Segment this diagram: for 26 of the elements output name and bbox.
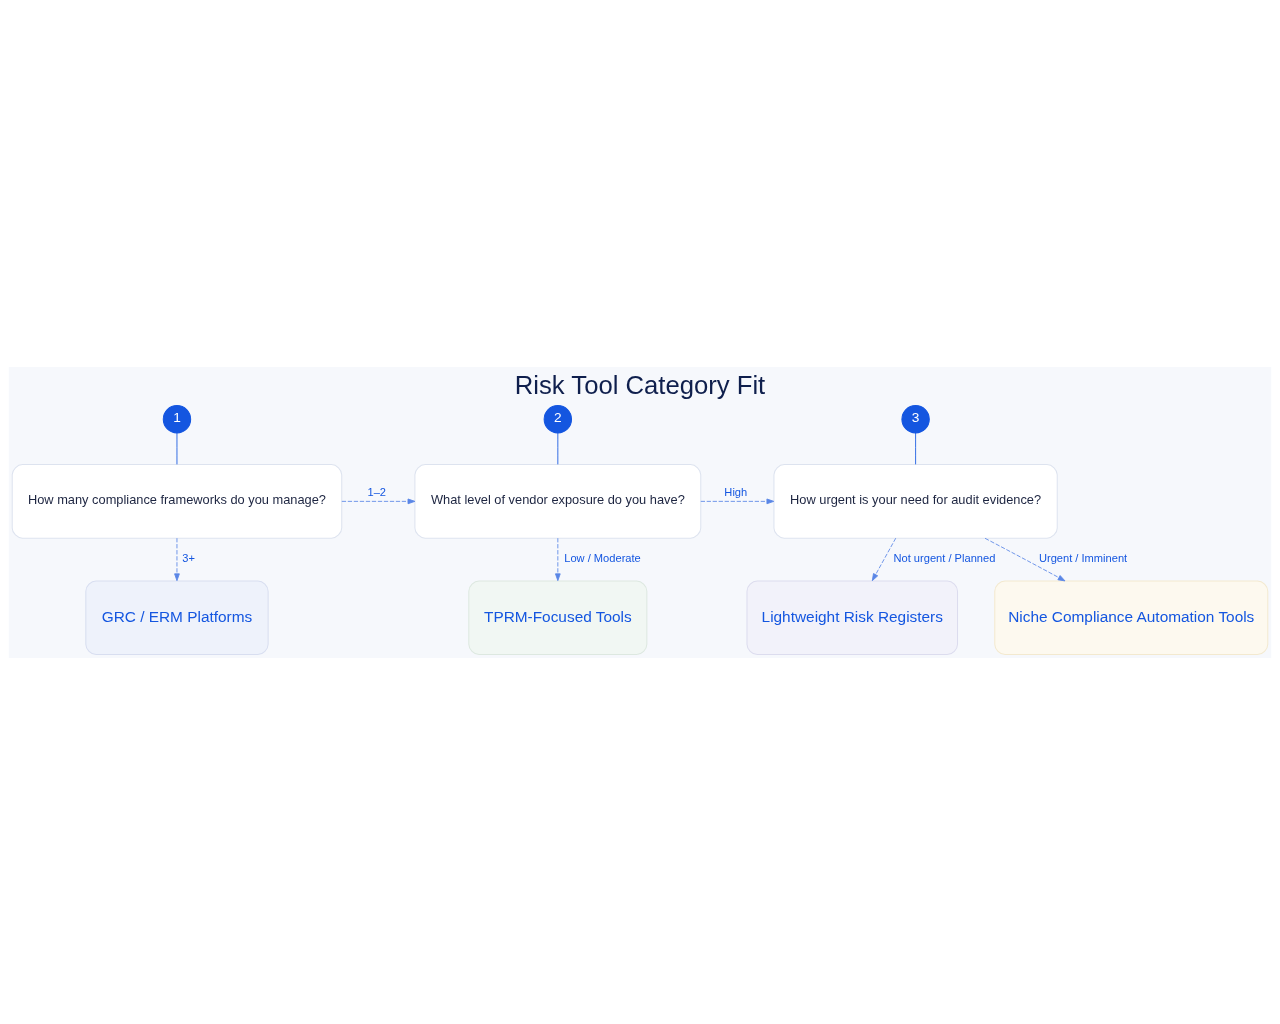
edge-label: High bbox=[724, 485, 748, 498]
node-circle: 3 bbox=[901, 404, 930, 433]
arrow bbox=[871, 537, 897, 581]
connector bbox=[557, 432, 559, 465]
node-box: What level of vendor exposure do you have? bbox=[414, 463, 702, 539]
node-box: Lightweight Risk Registers bbox=[746, 579, 959, 655]
node-box: How many compliance frameworks do you manage? bbox=[11, 463, 343, 539]
edge-label: Low / Moderate bbox=[564, 551, 641, 564]
arrow bbox=[174, 537, 180, 581]
node-box: TPRM-Focused Tools bbox=[468, 579, 648, 655]
node-box: How urgent is your need for audit evidence? bbox=[773, 463, 1058, 539]
arrow bbox=[555, 537, 561, 581]
arrow bbox=[984, 537, 1066, 581]
connector bbox=[176, 432, 178, 465]
node-circle: 2 bbox=[543, 404, 573, 433]
node-box: Niche Compliance Automation Tools bbox=[994, 579, 1269, 655]
diagram-title: Risk Tool Category Fit bbox=[514, 370, 766, 399]
node-circle: 1 bbox=[162, 404, 192, 433]
arrow bbox=[341, 498, 416, 504]
edge-label: 1–2 bbox=[367, 485, 387, 498]
node-box: GRC / ERM Platforms bbox=[85, 579, 269, 655]
edge-label: Urgent / Imminent bbox=[1038, 551, 1128, 564]
connector bbox=[915, 432, 916, 465]
edge-label: 3+ bbox=[182, 551, 196, 564]
edge-label: Not urgent / Planned bbox=[893, 551, 996, 564]
arrow bbox=[700, 498, 775, 504]
